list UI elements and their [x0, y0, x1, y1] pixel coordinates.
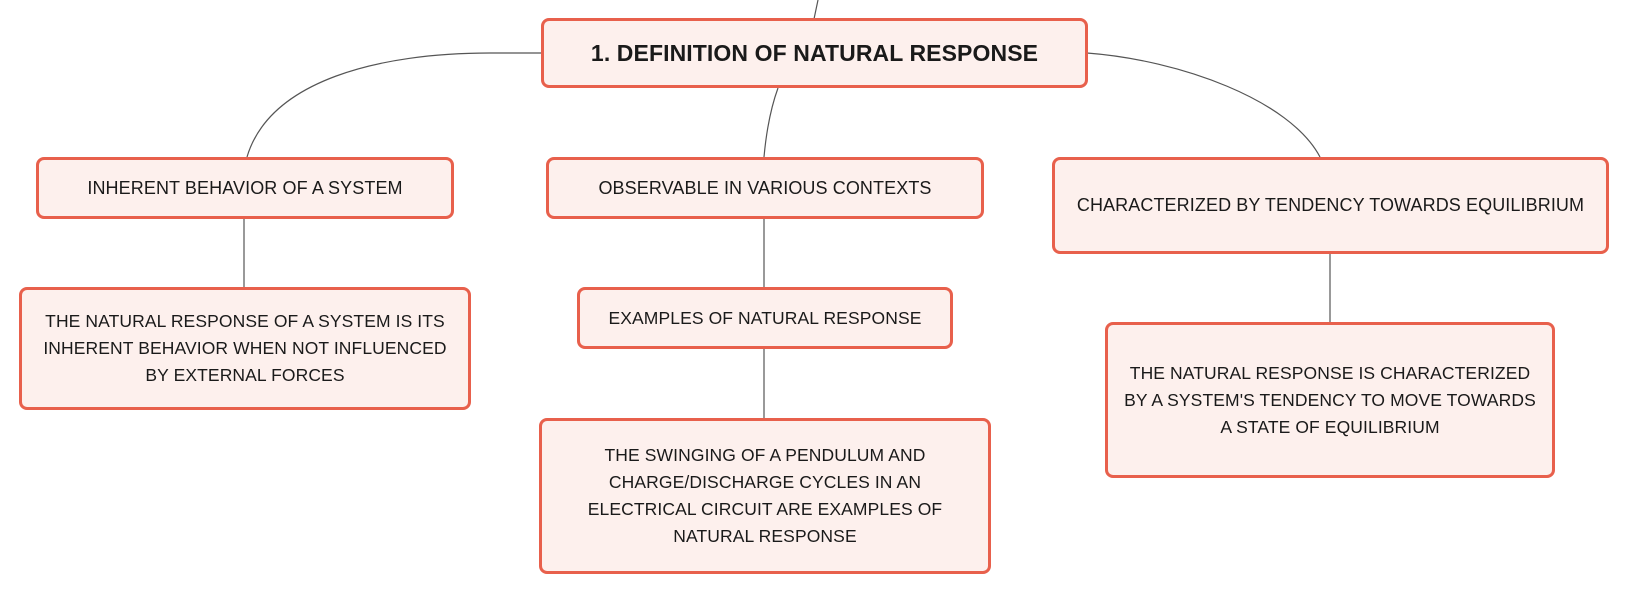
connector-root-to-observable: [763, 87, 779, 158]
detail-node-equilibrium[interactable]: THE NATURAL RESPONSE IS CHARACTERIZED BY…: [1105, 322, 1555, 478]
connector-root-to-equilibrium: [1086, 52, 1321, 158]
connector-root-to-inherent: [246, 52, 542, 158]
connector-parent-to-root: [813, 0, 819, 20]
sub-branch-node-examples[interactable]: EXAMPLES OF NATURAL RESPONSE: [577, 287, 953, 349]
branch-node-tendency-equilibrium[interactable]: CHARACTERIZED BY TENDENCY TOWARDS EQUILI…: [1052, 157, 1609, 254]
detail-node-inherent-behavior[interactable]: THE NATURAL RESPONSE OF A SYSTEM IS ITS …: [19, 287, 471, 410]
detail-node-pendulum-examples[interactable]: THE SWINGING OF A PENDULUM AND CHARGE/DI…: [539, 418, 991, 574]
branch-node-observable-contexts[interactable]: OBSERVABLE IN VARIOUS CONTEXTS: [546, 157, 984, 219]
branch-node-inherent-behavior[interactable]: INHERENT BEHAVIOR OF A SYSTEM: [36, 157, 454, 219]
root-node[interactable]: 1. DEFINITION OF NATURAL RESPONSE: [541, 18, 1088, 88]
